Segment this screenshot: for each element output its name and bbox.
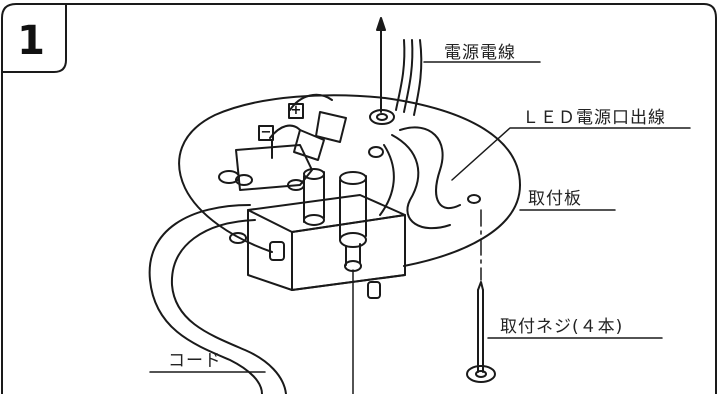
mounting-plate-outline xyxy=(178,94,521,253)
terminal-plus-label: + xyxy=(290,103,302,118)
step-number: 1 xyxy=(17,18,45,64)
cylinder-center-top xyxy=(339,171,367,185)
cylinder-center xyxy=(339,175,367,241)
plate-screw-bottom-left xyxy=(229,232,247,244)
minus-label-box xyxy=(258,125,274,141)
wire-minus xyxy=(269,124,301,139)
label-led-power-outlet: ＬＥＤ電源口出線 xyxy=(522,108,666,128)
box-mark-left xyxy=(269,241,285,261)
led-wire-3 xyxy=(379,144,395,216)
power-wire-1 xyxy=(395,39,406,111)
screw-head xyxy=(466,365,496,383)
plate-hole xyxy=(467,194,481,204)
box-right xyxy=(291,214,406,291)
frame-border xyxy=(1,3,717,394)
label-power-wire: 電源電線 xyxy=(444,43,516,63)
power-wire-3 xyxy=(413,39,423,116)
leader-led-outlet xyxy=(451,127,691,181)
step-number-box xyxy=(1,3,67,73)
cylinder-left-bottom xyxy=(303,214,325,226)
cord-outer xyxy=(148,204,263,394)
center-screw xyxy=(368,146,384,158)
label-mounting-screws: 取付ネジ(４本) xyxy=(500,317,624,337)
cylinder-center-bottom xyxy=(339,232,367,248)
box-mark-right xyxy=(367,281,381,299)
plate-screw-top-inner xyxy=(376,113,388,121)
screw-head-inner xyxy=(475,370,487,378)
plate-screw-top xyxy=(369,109,395,125)
cylinder-left xyxy=(303,171,325,223)
mounting-plate-lower-edge xyxy=(403,184,521,267)
led-wire-1 xyxy=(399,126,461,210)
terminal-screw-1 xyxy=(235,174,253,186)
wire-plus xyxy=(289,93,333,111)
terminal-block xyxy=(235,144,313,191)
label-mounting-plate: 取付板 xyxy=(528,189,582,209)
label-cord: コード xyxy=(168,351,222,371)
center-post xyxy=(345,243,361,266)
plus-label-box xyxy=(288,103,304,119)
cylinder-left-top xyxy=(303,168,325,180)
connector-plus xyxy=(315,111,347,143)
led-wire-2 xyxy=(391,134,451,230)
cord-inner xyxy=(170,219,287,394)
connector-minus xyxy=(293,129,325,161)
box-front xyxy=(247,209,293,291)
box-bottom-edge xyxy=(291,274,406,291)
terminal-minus-label: − xyxy=(260,125,272,140)
power-wire-2 xyxy=(403,39,414,113)
screw-tip xyxy=(477,281,484,291)
rod-tip xyxy=(376,17,386,31)
